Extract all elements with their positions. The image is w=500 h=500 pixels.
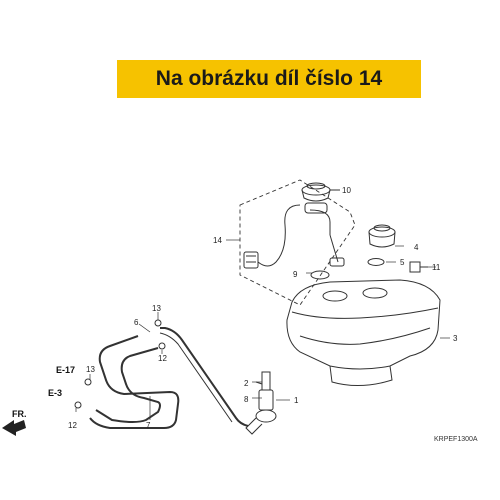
front-label: FR. [12,409,27,419]
callout-6: 6 [134,318,139,327]
ref-e17: E-17 [56,365,75,375]
callout-4: 4 [414,243,419,252]
breather-tube-7 [89,335,180,429]
ref-e3: E-3 [48,388,62,398]
bolt [409,261,428,273]
front-arrow-icon [2,420,26,436]
fuel-level-sensor [243,202,345,269]
breather-tube-8 [95,347,161,423]
callout-12-upper: 12 [158,354,167,363]
o-ring [310,270,330,280]
clip-13-lower [84,378,92,386]
callout-10: 10 [342,186,351,195]
fuel-filler-cap [368,224,396,248]
callout-1: 1 [294,396,299,405]
fuel-hose [160,327,249,427]
callout-12-lower: 12 [68,421,77,430]
clip-12-upper [158,342,166,350]
callout-7: 7 [146,421,151,430]
filler-gasket [367,258,385,266]
fuel-tank [286,279,441,386]
callout-9: 9 [293,270,298,279]
callout-11: 11 [432,263,441,272]
diagram-code: KRPEF1300A [434,436,478,443]
callout-13-lower: 13 [86,365,95,374]
fuel-valve [245,371,277,435]
callout-8: 8 [244,395,249,404]
fuel-unit-cap [301,182,340,202]
callout-13-upper: 13 [152,304,161,313]
callout-5: 5 [400,258,405,267]
title-banner: Na obrázku díl číslo 14 [117,60,421,98]
clip-13-upper [154,319,162,327]
fuel-unit-dashed-frame [239,179,356,306]
callout-2: 2 [244,379,249,388]
clip-12-lower [74,401,82,409]
callout-3: 3 [453,334,458,343]
callout-14: 14 [213,236,222,245]
